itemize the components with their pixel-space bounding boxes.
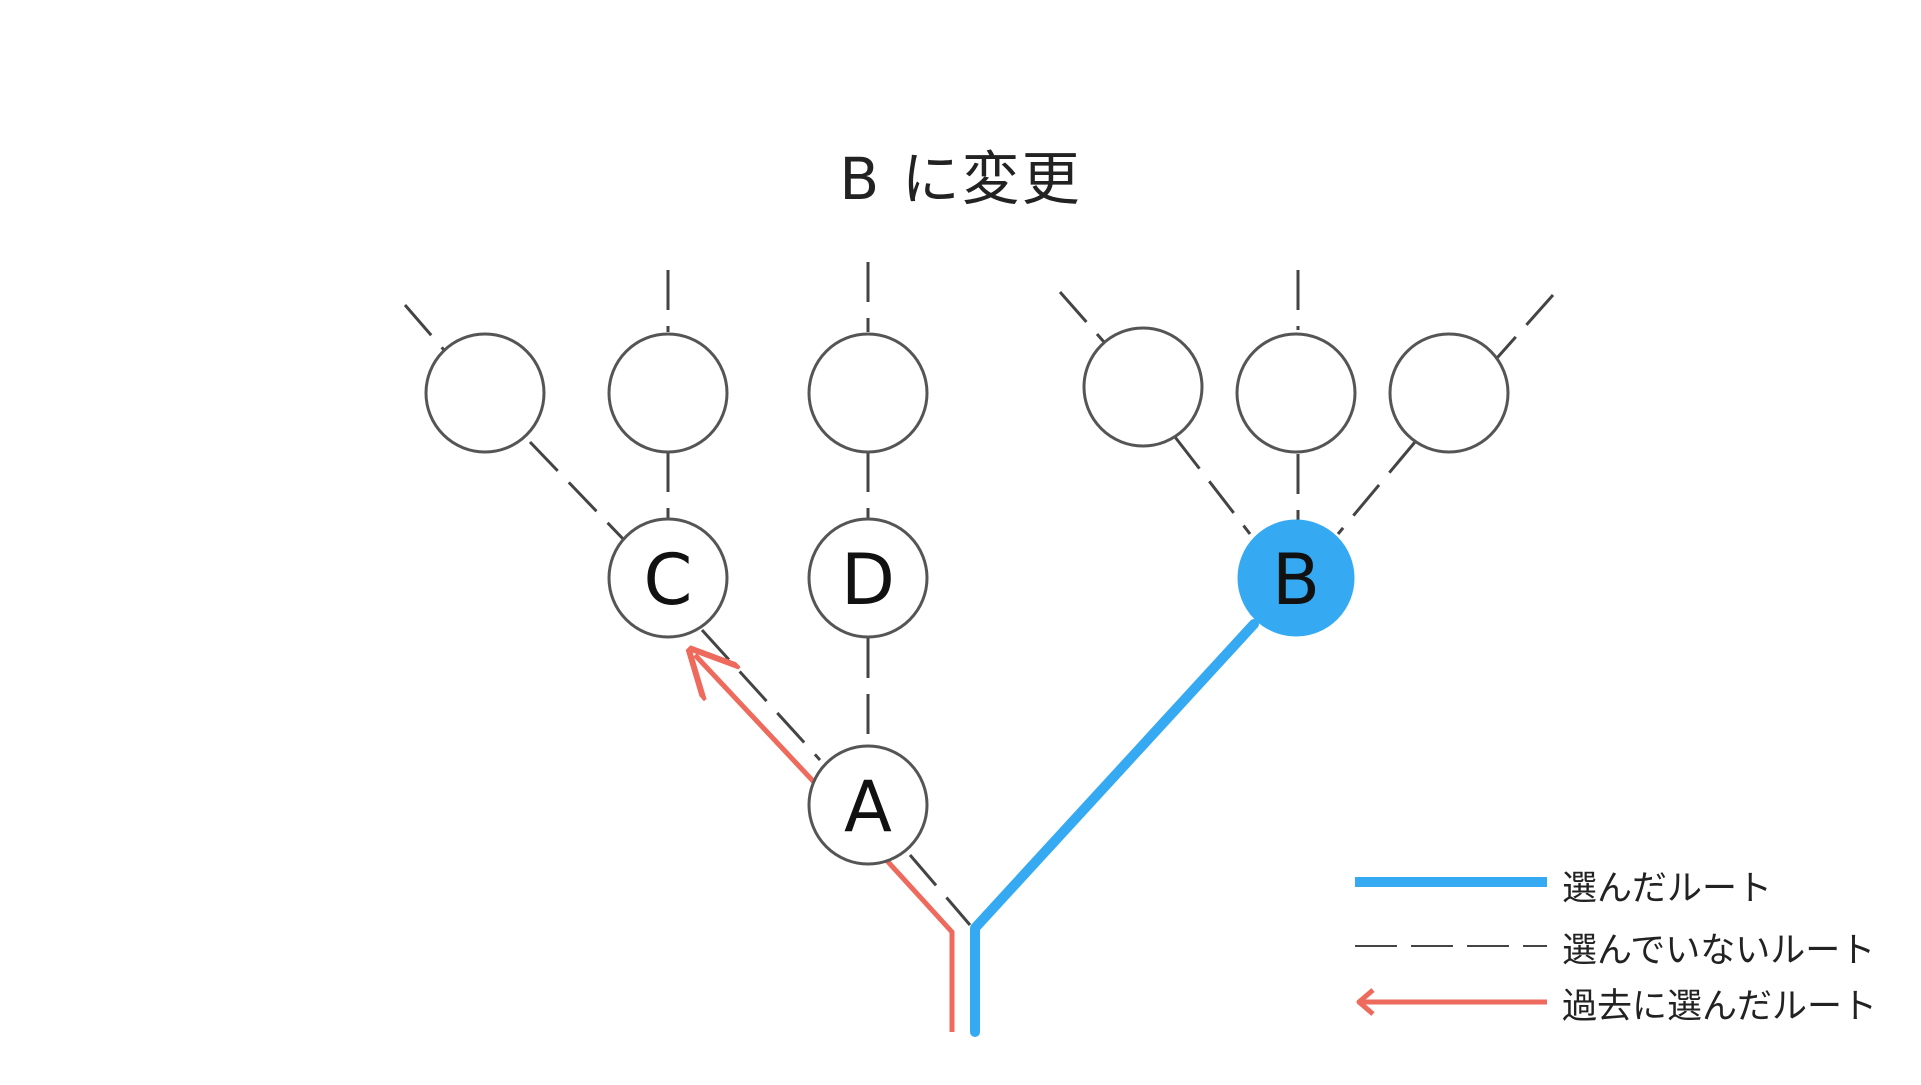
edge-top-left-stub bbox=[403, 304, 446, 351]
past-route-line bbox=[695, 655, 955, 1032]
leaf-node bbox=[1082, 326, 1204, 448]
node-a-label: A bbox=[844, 766, 892, 848]
legend-past-label: 過去に選んだルート bbox=[1562, 987, 1878, 1027]
legend-chosen-label: 選んだルート bbox=[1562, 869, 1773, 909]
edge-b-to-leaf-right bbox=[1336, 441, 1417, 535]
edge-b-right-stub bbox=[1495, 294, 1555, 359]
node-d: D bbox=[807, 517, 929, 639]
node-c-label: C bbox=[644, 539, 693, 621]
node-b: B bbox=[1237, 519, 1355, 637]
leaf-node bbox=[607, 332, 729, 454]
leaf-node bbox=[1235, 332, 1357, 454]
page-title: B に変更 bbox=[839, 145, 1082, 213]
edge-root-to-a bbox=[908, 854, 972, 926]
edge-b-left-stub bbox=[1058, 291, 1106, 343]
unchosen-edges bbox=[403, 262, 1555, 926]
node-a: A bbox=[807, 744, 929, 866]
legend-unchosen-label: 選んでいないルート bbox=[1562, 931, 1876, 971]
node-c: C bbox=[607, 517, 729, 639]
node-b-label: B bbox=[1272, 539, 1320, 621]
legend-past-arrow-icon bbox=[1356, 988, 1375, 1016]
leaf-nodes bbox=[424, 326, 1510, 454]
edge-c-to-leaf-left bbox=[528, 440, 628, 544]
leaf-node bbox=[1388, 332, 1510, 454]
chosen-route-line bbox=[970, 619, 1259, 1037]
leaf-node bbox=[807, 332, 929, 454]
node-d-label: D bbox=[841, 539, 895, 621]
edge-a-to-c bbox=[700, 628, 822, 762]
legend bbox=[1355, 877, 1547, 1016]
leaf-node bbox=[424, 332, 546, 454]
edge-b-to-leaf-left bbox=[1173, 436, 1252, 535]
